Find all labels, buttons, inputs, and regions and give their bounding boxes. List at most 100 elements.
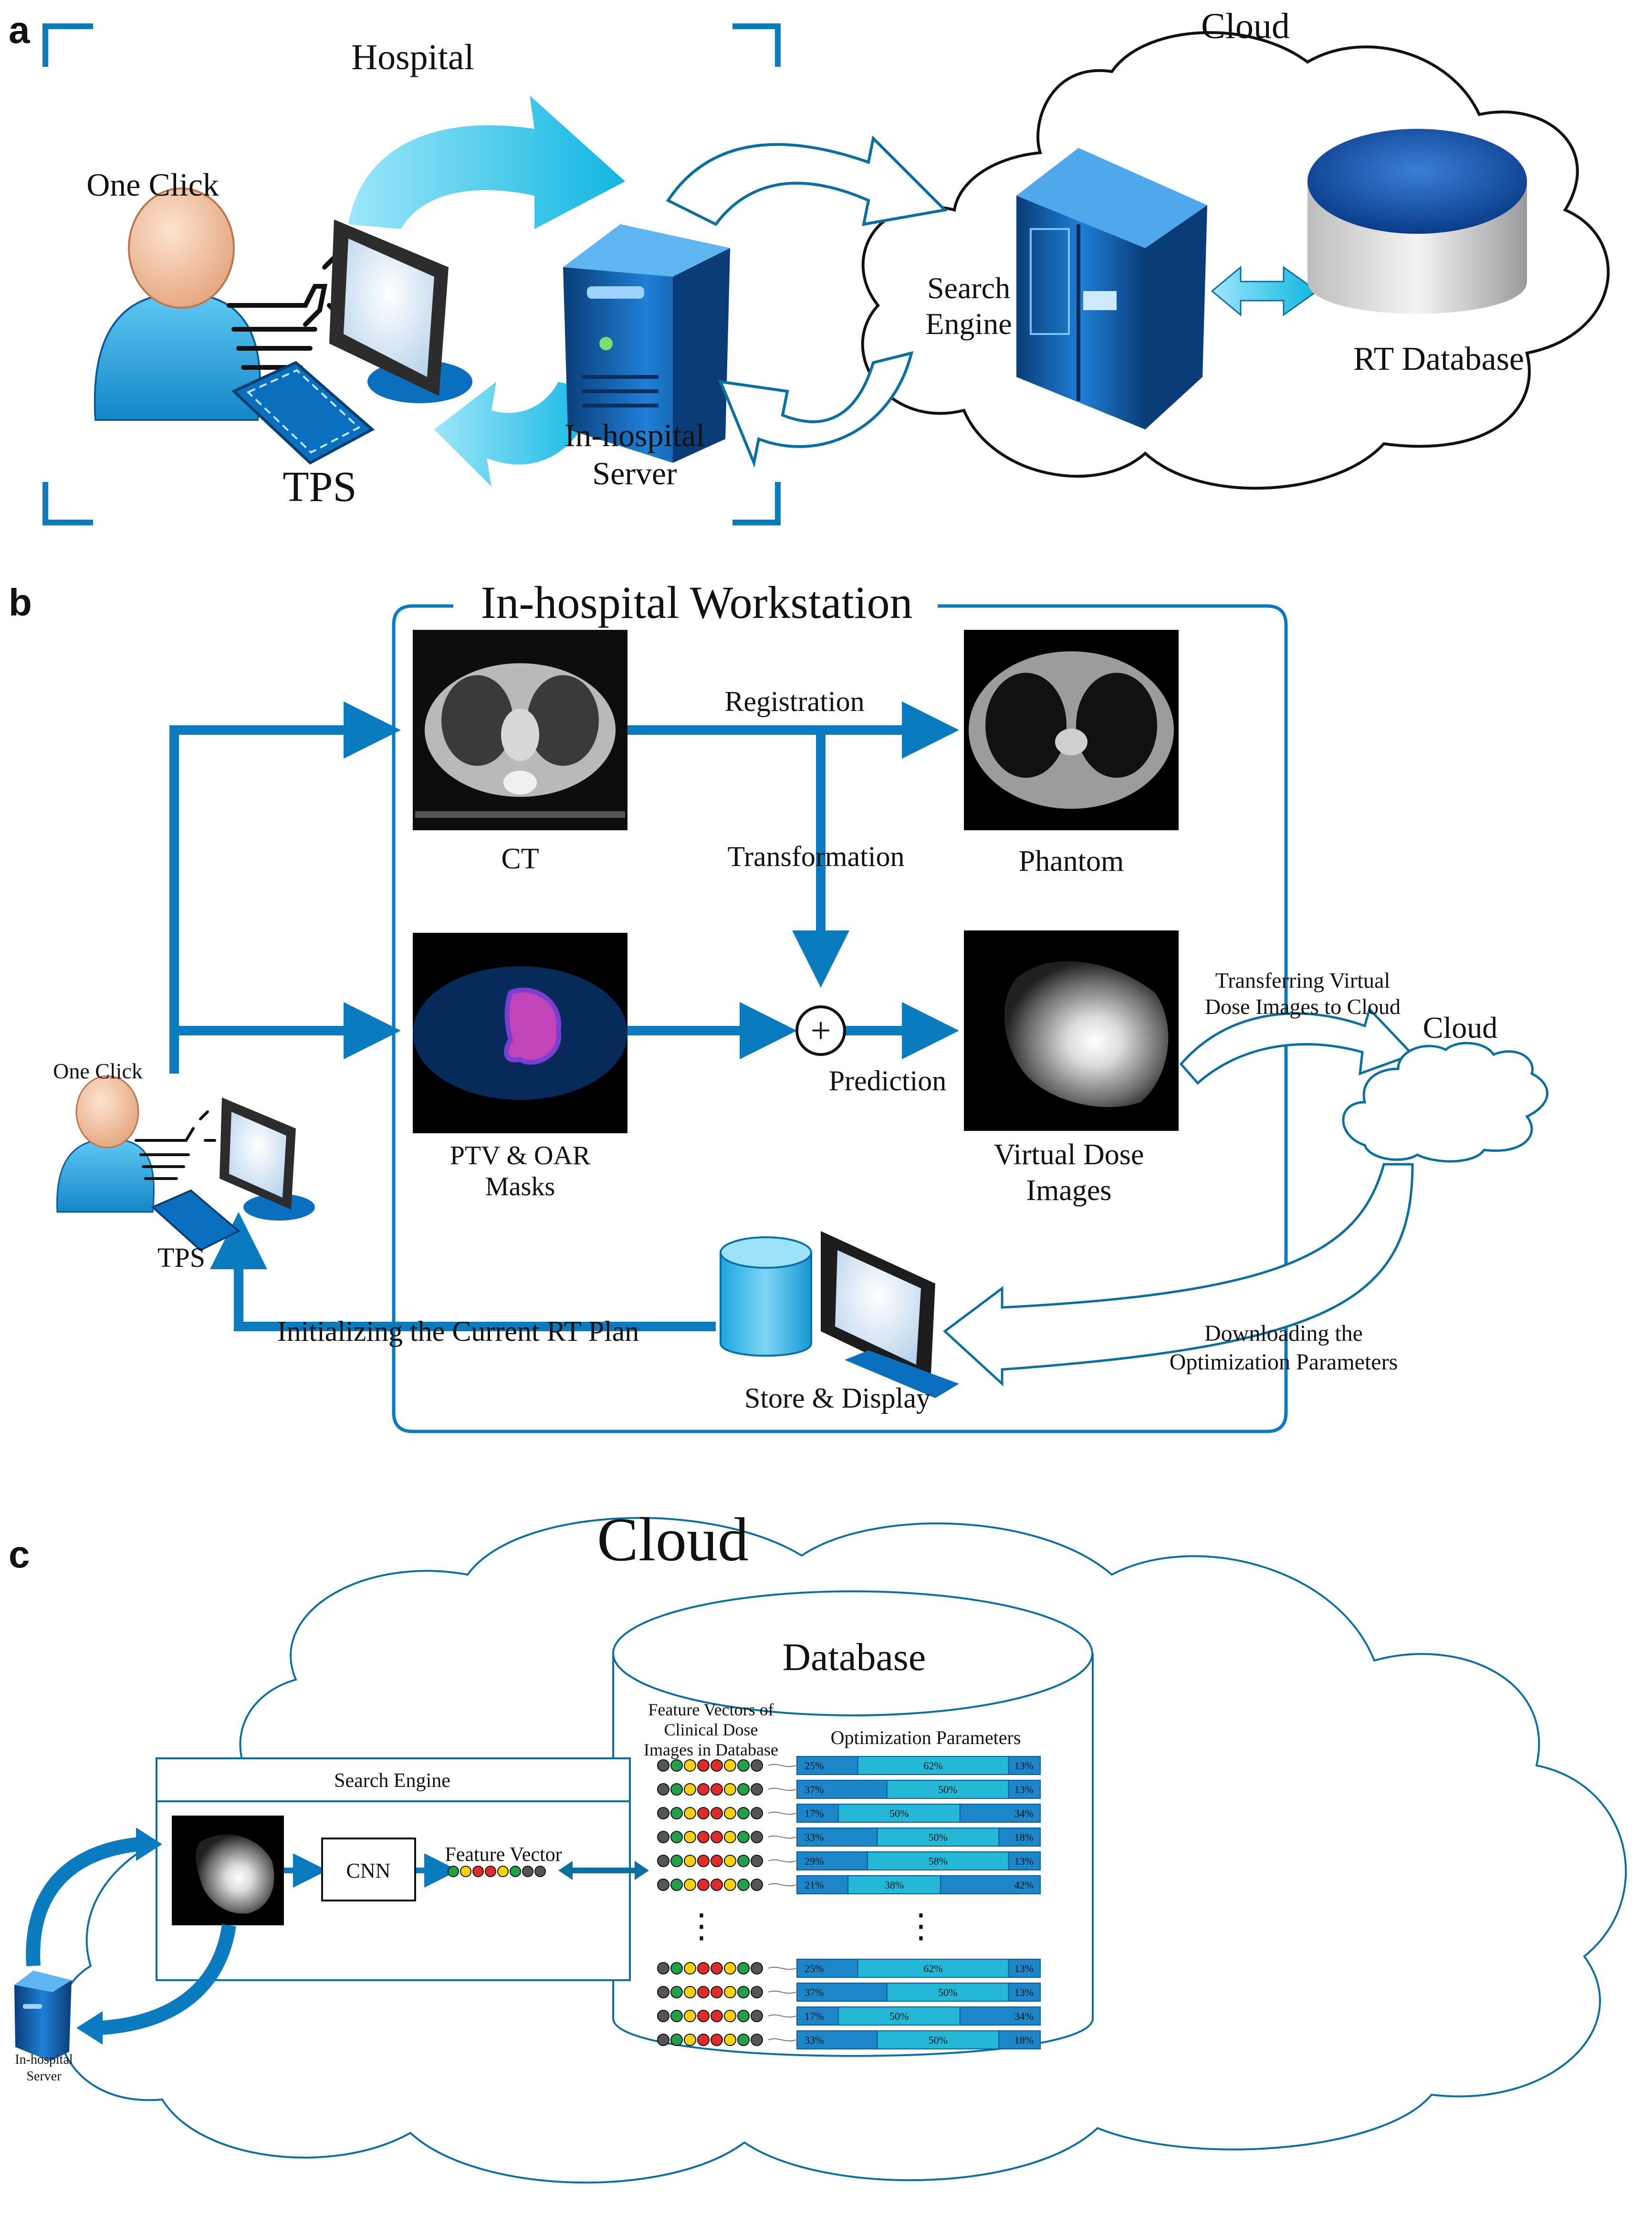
bar-segment-c	[1008, 1851, 1041, 1870]
feature-vector-label: Feature Vector	[445, 1844, 562, 1866]
feature-dot	[697, 1855, 710, 1867]
search-label-2: Engine	[925, 307, 1012, 341]
feature-dot	[697, 2034, 710, 2046]
bar-segment-a	[796, 1875, 849, 1894]
feature-dot	[697, 1986, 710, 1998]
feature-dot	[737, 1759, 750, 1772]
row-connector	[768, 1990, 796, 1994]
init-plan-label: Initializing the Current RT Plan	[277, 1316, 639, 1347]
bar-value-label: 13%	[1014, 1855, 1034, 1867]
opt-params-label: Optimization Parameters	[831, 1727, 1021, 1748]
row-connector	[768, 1859, 796, 1863]
bar-value-label: 50%	[889, 1807, 909, 1819]
outline-arrow-to-cloud-b	[1179, 1007, 1415, 1085]
arrow-server-to-search	[26, 1837, 139, 1966]
bar-value-label: 50%	[889, 2010, 909, 2022]
download-label-1: Downloading the	[1204, 1321, 1363, 1346]
transfer-label-1: Transferring Virtual	[1215, 968, 1390, 992]
feature-dot	[737, 2034, 750, 2046]
feature-dot	[711, 1831, 723, 1843]
prediction-label: Prediction	[829, 1065, 947, 1097]
workstation-title: In-hospital Workstation	[481, 577, 912, 628]
cnn-label: CNN	[346, 1859, 391, 1882]
feature-dot	[684, 1783, 696, 1796]
server-label-2: Server	[592, 455, 677, 491]
bar-value-label: 33%	[805, 2034, 824, 2046]
feature-dot	[497, 1866, 509, 1877]
feature-dot	[751, 1831, 763, 1843]
feature-dot	[657, 2034, 669, 2046]
flow-arrows-b	[169, 701, 959, 1331]
feature-dot	[751, 2034, 763, 2046]
feature-dot	[737, 1783, 750, 1796]
in-hospital-server-icon	[563, 224, 730, 463]
bar-value-label: 37%	[805, 1784, 824, 1796]
outline-arrow-download	[943, 1163, 1414, 1387]
feature-dot	[737, 1879, 750, 1891]
feature-dot	[711, 2034, 723, 2046]
bar-segment-a	[796, 1804, 839, 1823]
panel-label-a: a	[9, 9, 30, 51]
server-label-c2: Server	[26, 2069, 62, 2084]
bar-value-label: 38%	[885, 1879, 904, 1891]
bar-value-label: 13%	[1014, 1760, 1034, 1772]
storage-cylinder-icon	[720, 1236, 812, 1357]
ptv-oar-masks-image	[413, 933, 627, 1133]
feature-dot	[737, 1855, 750, 1867]
bar-segment-a	[796, 2006, 839, 2026]
feature-dot	[697, 1759, 710, 1772]
feature-dot	[711, 1807, 723, 1819]
masks-label-2: Masks	[485, 1172, 555, 1201]
bar-value-label: 33%	[805, 1831, 824, 1843]
feature-dot	[670, 1783, 683, 1796]
feature-dot	[724, 1783, 736, 1796]
one-click-label: One Click	[86, 167, 219, 203]
feature-dot	[724, 1986, 736, 1998]
feature-dot	[510, 1866, 521, 1877]
bar-segment-c	[1008, 1780, 1041, 1799]
feature-dot	[657, 1831, 669, 1843]
feature-dot	[724, 2034, 736, 2046]
bar-value-label: 13%	[1014, 1986, 1034, 1998]
bar-segment-b	[867, 1851, 1009, 1870]
feature-dot	[460, 1866, 471, 1877]
outline-arrow-to-server	[718, 351, 914, 468]
feature-dot	[697, 1807, 710, 1819]
vdi-label-1: Virtual Dose	[994, 1138, 1144, 1171]
fv-label-2: Clinical Dose	[664, 1720, 758, 1739]
feature-dot	[657, 1986, 669, 1998]
row-connector	[768, 2014, 796, 2018]
feature-dot	[751, 1807, 763, 1819]
bar-value-label: 18%	[1014, 1831, 1034, 1843]
row-connector	[768, 2038, 796, 2042]
bar-segment-c	[1008, 1756, 1041, 1775]
feature-dot	[670, 1759, 683, 1772]
feature-dot	[711, 1986, 723, 1998]
keyboard-icon-b	[151, 1189, 240, 1252]
bar-value-label: 25%	[805, 1760, 824, 1772]
bar-value-label: 50%	[929, 1831, 948, 1843]
feature-dot	[737, 1807, 750, 1819]
feature-dot	[697, 1831, 710, 1843]
search-engine-label: Search Engine	[334, 1770, 450, 1792]
virtual-dose-image	[964, 930, 1179, 1131]
bar-segment-a	[796, 1851, 868, 1870]
bar-segment-c	[998, 2030, 1041, 2049]
feature-dot	[522, 1866, 533, 1877]
query-feature-vector	[448, 1866, 546, 1877]
feature-dot	[724, 1855, 736, 1867]
bar-segment-b	[886, 1983, 1009, 2002]
workstation-frame	[392, 604, 1288, 1433]
bar-segment-b	[857, 1756, 1009, 1775]
row-connector	[768, 1787, 796, 1791]
bar-segment-b	[857, 1959, 1009, 1978]
transformation-label: Transformation	[727, 841, 904, 872]
feature-dot	[724, 1807, 736, 1819]
row-connector	[768, 1811, 796, 1815]
bar-segment-c	[959, 1804, 1041, 1823]
feature-dot	[657, 2010, 669, 2022]
feature-dot	[724, 1831, 736, 1843]
feature-dot	[472, 1866, 484, 1877]
bar-segment-a	[796, 2030, 878, 2049]
feature-dot	[684, 1986, 696, 1998]
